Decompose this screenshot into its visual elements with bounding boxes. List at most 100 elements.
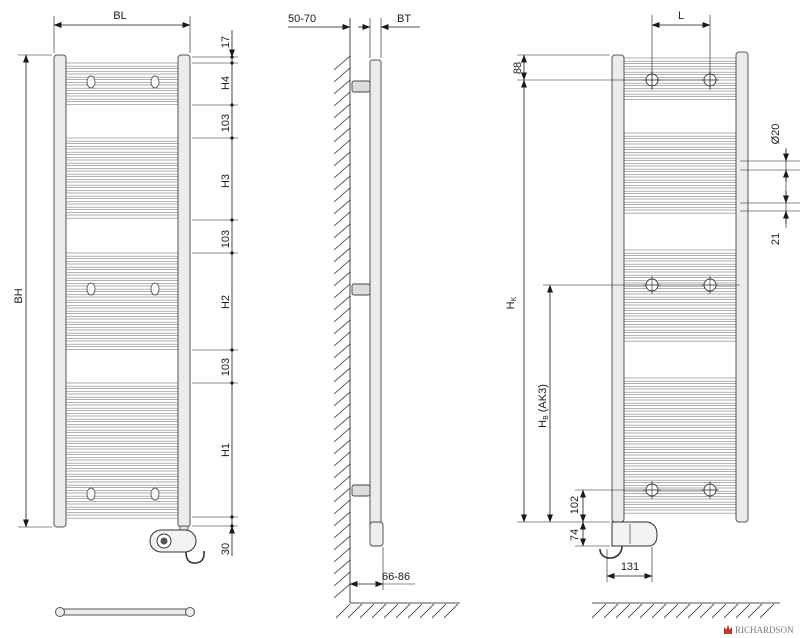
rail [617, 493, 743, 498]
rail [59, 487, 185, 492]
dimension-heights: 88 HK HB(AK3) 102 74 [505, 54, 740, 547]
rail [617, 182, 743, 187]
rail [59, 470, 185, 475]
tick-dot [230, 524, 234, 528]
rail [617, 498, 743, 503]
dimension-bh: BH [13, 54, 52, 528]
rail [59, 62, 185, 67]
rail [617, 315, 743, 320]
rail [617, 63, 743, 68]
element-offset-label: 74 [569, 529, 581, 541]
rail [59, 410, 185, 415]
rail [59, 95, 185, 100]
rail [59, 291, 185, 296]
height-b-suffix: (AK3) [537, 384, 549, 412]
connection-oval [86, 487, 96, 501]
rail [59, 492, 185, 497]
element-knob-center [160, 537, 168, 545]
front-view-rails [59, 62, 185, 519]
rail [59, 346, 185, 351]
rail [59, 101, 185, 106]
connection-oval [150, 282, 160, 296]
rail [59, 165, 185, 170]
rail [59, 68, 185, 73]
dimension-wall-distance: 50-70 BT [288, 13, 420, 58]
rail [617, 74, 743, 79]
rail [59, 481, 185, 486]
rail [59, 274, 185, 279]
tick-dot [230, 515, 234, 519]
rail [59, 437, 185, 442]
rail [59, 426, 185, 431]
chain-label-h3: H3 [220, 174, 232, 188]
top-offset-label: 88 [512, 62, 524, 74]
rail [617, 154, 743, 159]
height-k-symbol: H [505, 301, 517, 309]
rail [617, 255, 743, 260]
rail [59, 324, 185, 329]
dimension-chain: 17 H4 103 H3 103 H2 103 H1 30 [192, 30, 238, 556]
front-connection-ovals [86, 75, 160, 501]
bottom-offset-label: 102 [569, 496, 581, 514]
rail [59, 143, 185, 148]
rail [617, 198, 743, 203]
rail [617, 85, 743, 90]
rail [59, 307, 185, 312]
rail [617, 187, 743, 192]
pipe-spacing-label: L [678, 10, 684, 22]
rail [59, 79, 185, 84]
rail [617, 293, 743, 298]
chain-label-h4: H4 [220, 76, 232, 90]
wall-bracket [351, 283, 371, 296]
rail [59, 280, 185, 285]
height-b-subscript: B [543, 415, 550, 420]
rail [59, 159, 185, 164]
rail [59, 84, 185, 89]
rail [59, 258, 185, 263]
rail [59, 252, 185, 257]
rail [617, 427, 743, 432]
rail [59, 214, 185, 219]
rail [617, 388, 743, 393]
side-heating-element [369, 521, 384, 547]
dimension-element-depth: 66-86 [349, 547, 415, 590]
rail [617, 504, 743, 509]
tick-dot [230, 103, 234, 107]
rail [59, 335, 185, 340]
depth-label: BT [397, 13, 411, 25]
connection-oval [86, 75, 96, 89]
rail [59, 90, 185, 95]
rail [617, 326, 743, 331]
rail [617, 482, 743, 487]
rail [59, 203, 185, 208]
rail [59, 296, 185, 301]
element-depth-label: 66-86 [382, 571, 410, 583]
rail [617, 193, 743, 198]
rail [59, 192, 185, 197]
rail [617, 165, 743, 170]
chain-label-103: 103 [220, 358, 232, 376]
rail [59, 318, 185, 323]
rail [617, 383, 743, 388]
rail [617, 471, 743, 476]
front-left-tube [53, 54, 67, 528]
chain-label-h2: H2 [220, 295, 232, 309]
rail [617, 377, 743, 382]
element-cable [185, 550, 205, 564]
height-label: BH [13, 288, 25, 303]
rail [617, 421, 743, 426]
rail [59, 302, 185, 307]
rail [59, 340, 185, 345]
width-label: BL [113, 10, 126, 22]
rail [59, 329, 185, 334]
rail [617, 143, 743, 148]
rail [617, 405, 743, 410]
rail [59, 421, 185, 426]
rail [617, 138, 743, 143]
connection-left-tube [611, 54, 625, 523]
rail [59, 198, 185, 203]
rail [617, 454, 743, 459]
rail [617, 465, 743, 470]
rail [617, 438, 743, 443]
rail [617, 204, 743, 209]
